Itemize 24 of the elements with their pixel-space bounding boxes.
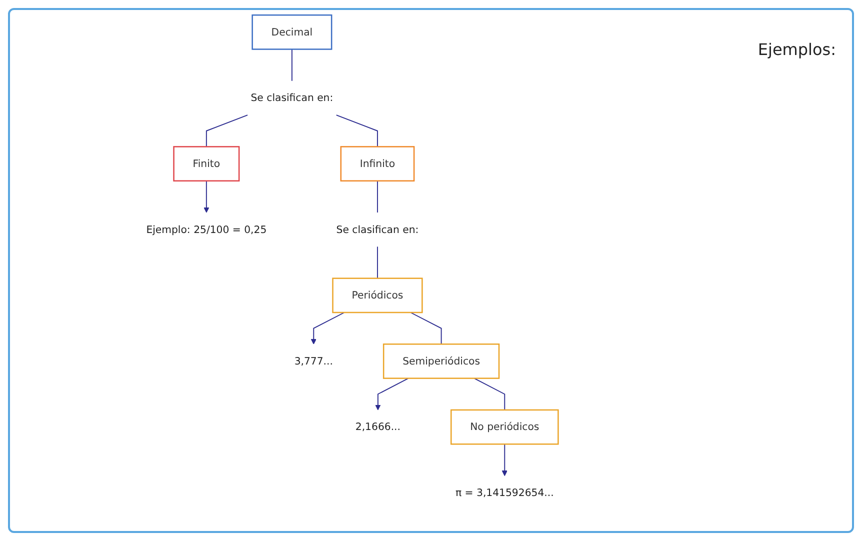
arrow <box>310 312 345 344</box>
node-text: 3,777... <box>294 354 333 367</box>
node-box: Finito <box>173 146 240 182</box>
node-text: π = 3,141592654... <box>455 486 554 499</box>
node-box: Decimal <box>252 14 332 50</box>
connector <box>336 114 378 148</box>
node-box: Infinito <box>340 146 415 182</box>
column-heading: Ejemplos: <box>758 40 836 59</box>
node-box: No periódicos <box>450 409 559 445</box>
node-text: Se clasifican en: <box>250 92 334 104</box>
node-text: 2,1666... <box>355 420 400 433</box>
connector <box>410 312 442 345</box>
arrow <box>375 378 409 410</box>
node-text: Ejemplo: 25/100 = 0,25 <box>146 223 267 236</box>
connector <box>474 378 506 410</box>
connector <box>206 114 248 148</box>
connector <box>376 246 378 279</box>
connector <box>291 48 292 82</box>
node-box: Semiperiódicos <box>382 344 500 379</box>
node-text: Se clasifican en: <box>336 223 419 236</box>
node-box: Periódicos <box>332 278 423 314</box>
connector <box>376 180 378 213</box>
arrow <box>204 180 210 213</box>
arrow <box>502 444 508 476</box>
